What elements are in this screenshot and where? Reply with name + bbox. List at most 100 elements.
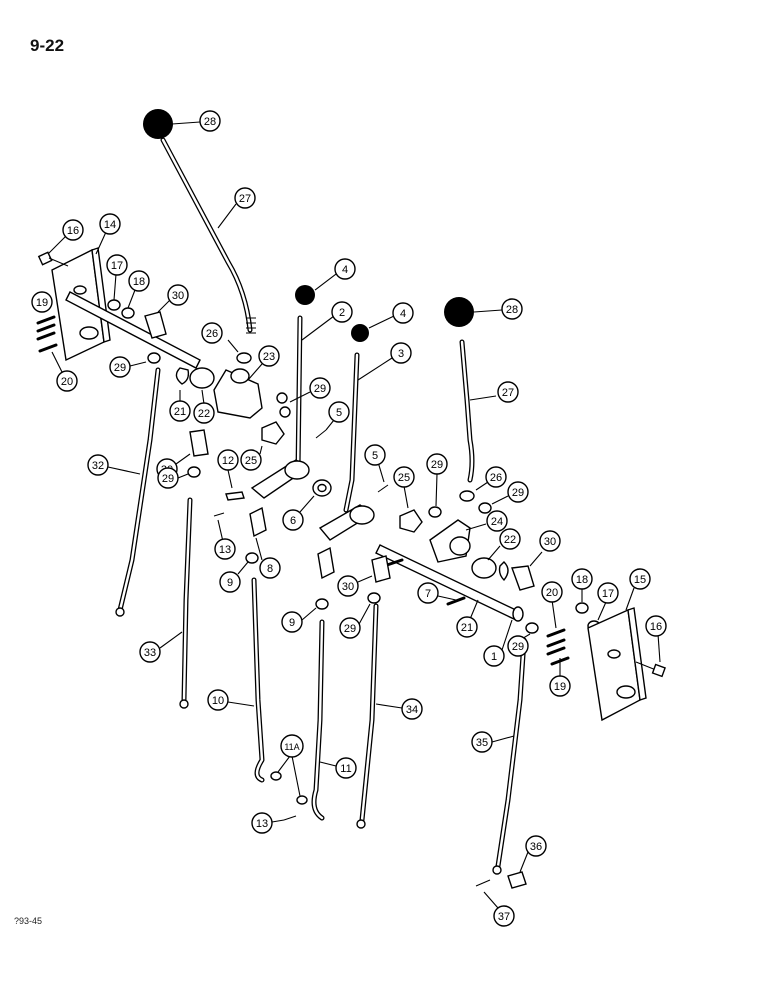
- svg-text:29: 29: [431, 459, 443, 471]
- svg-text:34: 34: [406, 704, 418, 716]
- svg-text:10: 10: [212, 695, 224, 707]
- figure-code: ?93-45: [14, 916, 43, 926]
- callout-1: 1: [483, 619, 513, 667]
- nut-26-right: [459, 490, 475, 502]
- washer-11a-a: [270, 771, 282, 781]
- knob-left: [143, 109, 173, 139]
- svg-text:36: 36: [530, 841, 542, 853]
- callout-17-left: 17: [106, 254, 128, 301]
- svg-text:15: 15: [634, 574, 646, 586]
- svg-text:23: 23: [263, 351, 275, 363]
- callout-25-left: 25: [240, 445, 263, 471]
- callout-11: 11: [319, 757, 357, 779]
- svg-text:27: 27: [239, 193, 251, 205]
- nut-29-b: [187, 466, 201, 478]
- nut-17-left: [107, 299, 121, 311]
- callout-32: 32: [87, 454, 141, 476]
- callout-37: 37: [483, 891, 515, 927]
- callout-13-b: 13: [251, 812, 285, 834]
- svg-text:8: 8: [267, 563, 273, 575]
- lever-left-thread: [246, 317, 256, 334]
- callout-28-top-left: 28: [171, 110, 221, 132]
- callout-29-f: 29: [339, 603, 371, 639]
- callout-14: 14: [95, 213, 121, 255]
- svg-text:35: 35: [476, 737, 488, 749]
- svg-text:14: 14: [104, 219, 116, 231]
- pin-7b: [446, 596, 466, 606]
- svg-text:4: 4: [400, 308, 406, 320]
- bolt-left: [37, 251, 69, 267]
- fitting-30-left: [144, 311, 167, 339]
- svg-text:19: 19: [554, 681, 566, 693]
- page-number: 9-22: [30, 36, 65, 55]
- callout-5-a: 5: [325, 401, 350, 431]
- fitting-30-b: [371, 555, 391, 583]
- nut-29-c: [367, 592, 381, 604]
- pin-5a: [315, 429, 327, 439]
- svg-text:29: 29: [114, 362, 126, 374]
- block-25-left: [261, 421, 285, 445]
- svg-text:12: 12: [222, 455, 234, 467]
- pin-12: [225, 491, 245, 501]
- callout-22-right: 22: [487, 528, 521, 561]
- svg-text:37: 37: [498, 911, 510, 923]
- svg-text:13: 13: [219, 544, 231, 556]
- nut-26-left: [236, 352, 252, 364]
- callout-26-left: 26: [201, 322, 239, 353]
- callout-25-right: 25: [393, 466, 415, 509]
- svg-text:9: 9: [227, 577, 233, 589]
- svg-text:30: 30: [342, 581, 354, 593]
- callout-9-b: 9: [281, 607, 317, 633]
- cotter-13a: [213, 512, 225, 517]
- callout-23: 23: [247, 345, 280, 381]
- svg-text:5: 5: [372, 450, 378, 462]
- callout-7: 7: [417, 582, 457, 604]
- svg-text:21: 21: [461, 622, 473, 634]
- svg-text:29: 29: [344, 623, 356, 635]
- svg-text:3: 3: [398, 348, 404, 360]
- bracket-assembly-right: [429, 519, 535, 591]
- svg-text:22: 22: [198, 408, 210, 420]
- callout-26-right: 26: [475, 466, 507, 491]
- callout-11a: 11A: [277, 734, 304, 797]
- knob-center-a: [295, 285, 315, 305]
- callout-29-c: 29: [157, 467, 189, 489]
- callout-29-g: 29: [507, 633, 531, 657]
- callout-29-e: 29: [491, 481, 529, 505]
- callout-8-a: 8: [255, 537, 281, 579]
- callout-28-right: 28: [473, 298, 523, 320]
- callout-21-right: 21: [456, 599, 479, 638]
- callout-2: 2: [301, 301, 353, 341]
- svg-text:27: 27: [502, 387, 514, 399]
- callout-10: 10: [207, 689, 255, 711]
- pins-left: [36, 315, 58, 353]
- callout-20-right: 20: [541, 581, 563, 629]
- callout-18-left: 18: [127, 270, 150, 309]
- callout-30-left: 30: [157, 284, 189, 313]
- svg-text:29: 29: [314, 383, 326, 395]
- svg-text:16: 16: [650, 621, 662, 633]
- bolt-36: [507, 871, 527, 889]
- callout-29-b: 29: [289, 377, 331, 403]
- callout-16-left: 16: [47, 219, 84, 255]
- callout-4-a: 4: [314, 258, 356, 291]
- svg-text:26: 26: [490, 472, 502, 484]
- svg-text:29: 29: [162, 473, 174, 485]
- svg-text:11: 11: [340, 763, 351, 775]
- svg-text:18: 18: [133, 276, 145, 288]
- pin-37: [475, 879, 491, 887]
- callout-27-right: 27: [469, 381, 519, 403]
- pin-5b: [377, 484, 389, 493]
- callout-30-c: 30: [337, 575, 373, 597]
- nut-29-right-a: [428, 506, 442, 518]
- fitting-30-a: [189, 429, 209, 457]
- callout-29-d: 29: [426, 453, 448, 507]
- clevis-8b: [317, 546, 335, 580]
- svg-text:17: 17: [602, 588, 614, 600]
- callout-27-left: 27: [217, 187, 256, 229]
- svg-text:21: 21: [174, 406, 186, 418]
- bolt-right: [635, 661, 666, 678]
- callouts: 28 27 16 14 17 18 30 19 20 29 26 21 22 2…: [31, 110, 667, 927]
- svg-text:26: 26: [206, 328, 218, 340]
